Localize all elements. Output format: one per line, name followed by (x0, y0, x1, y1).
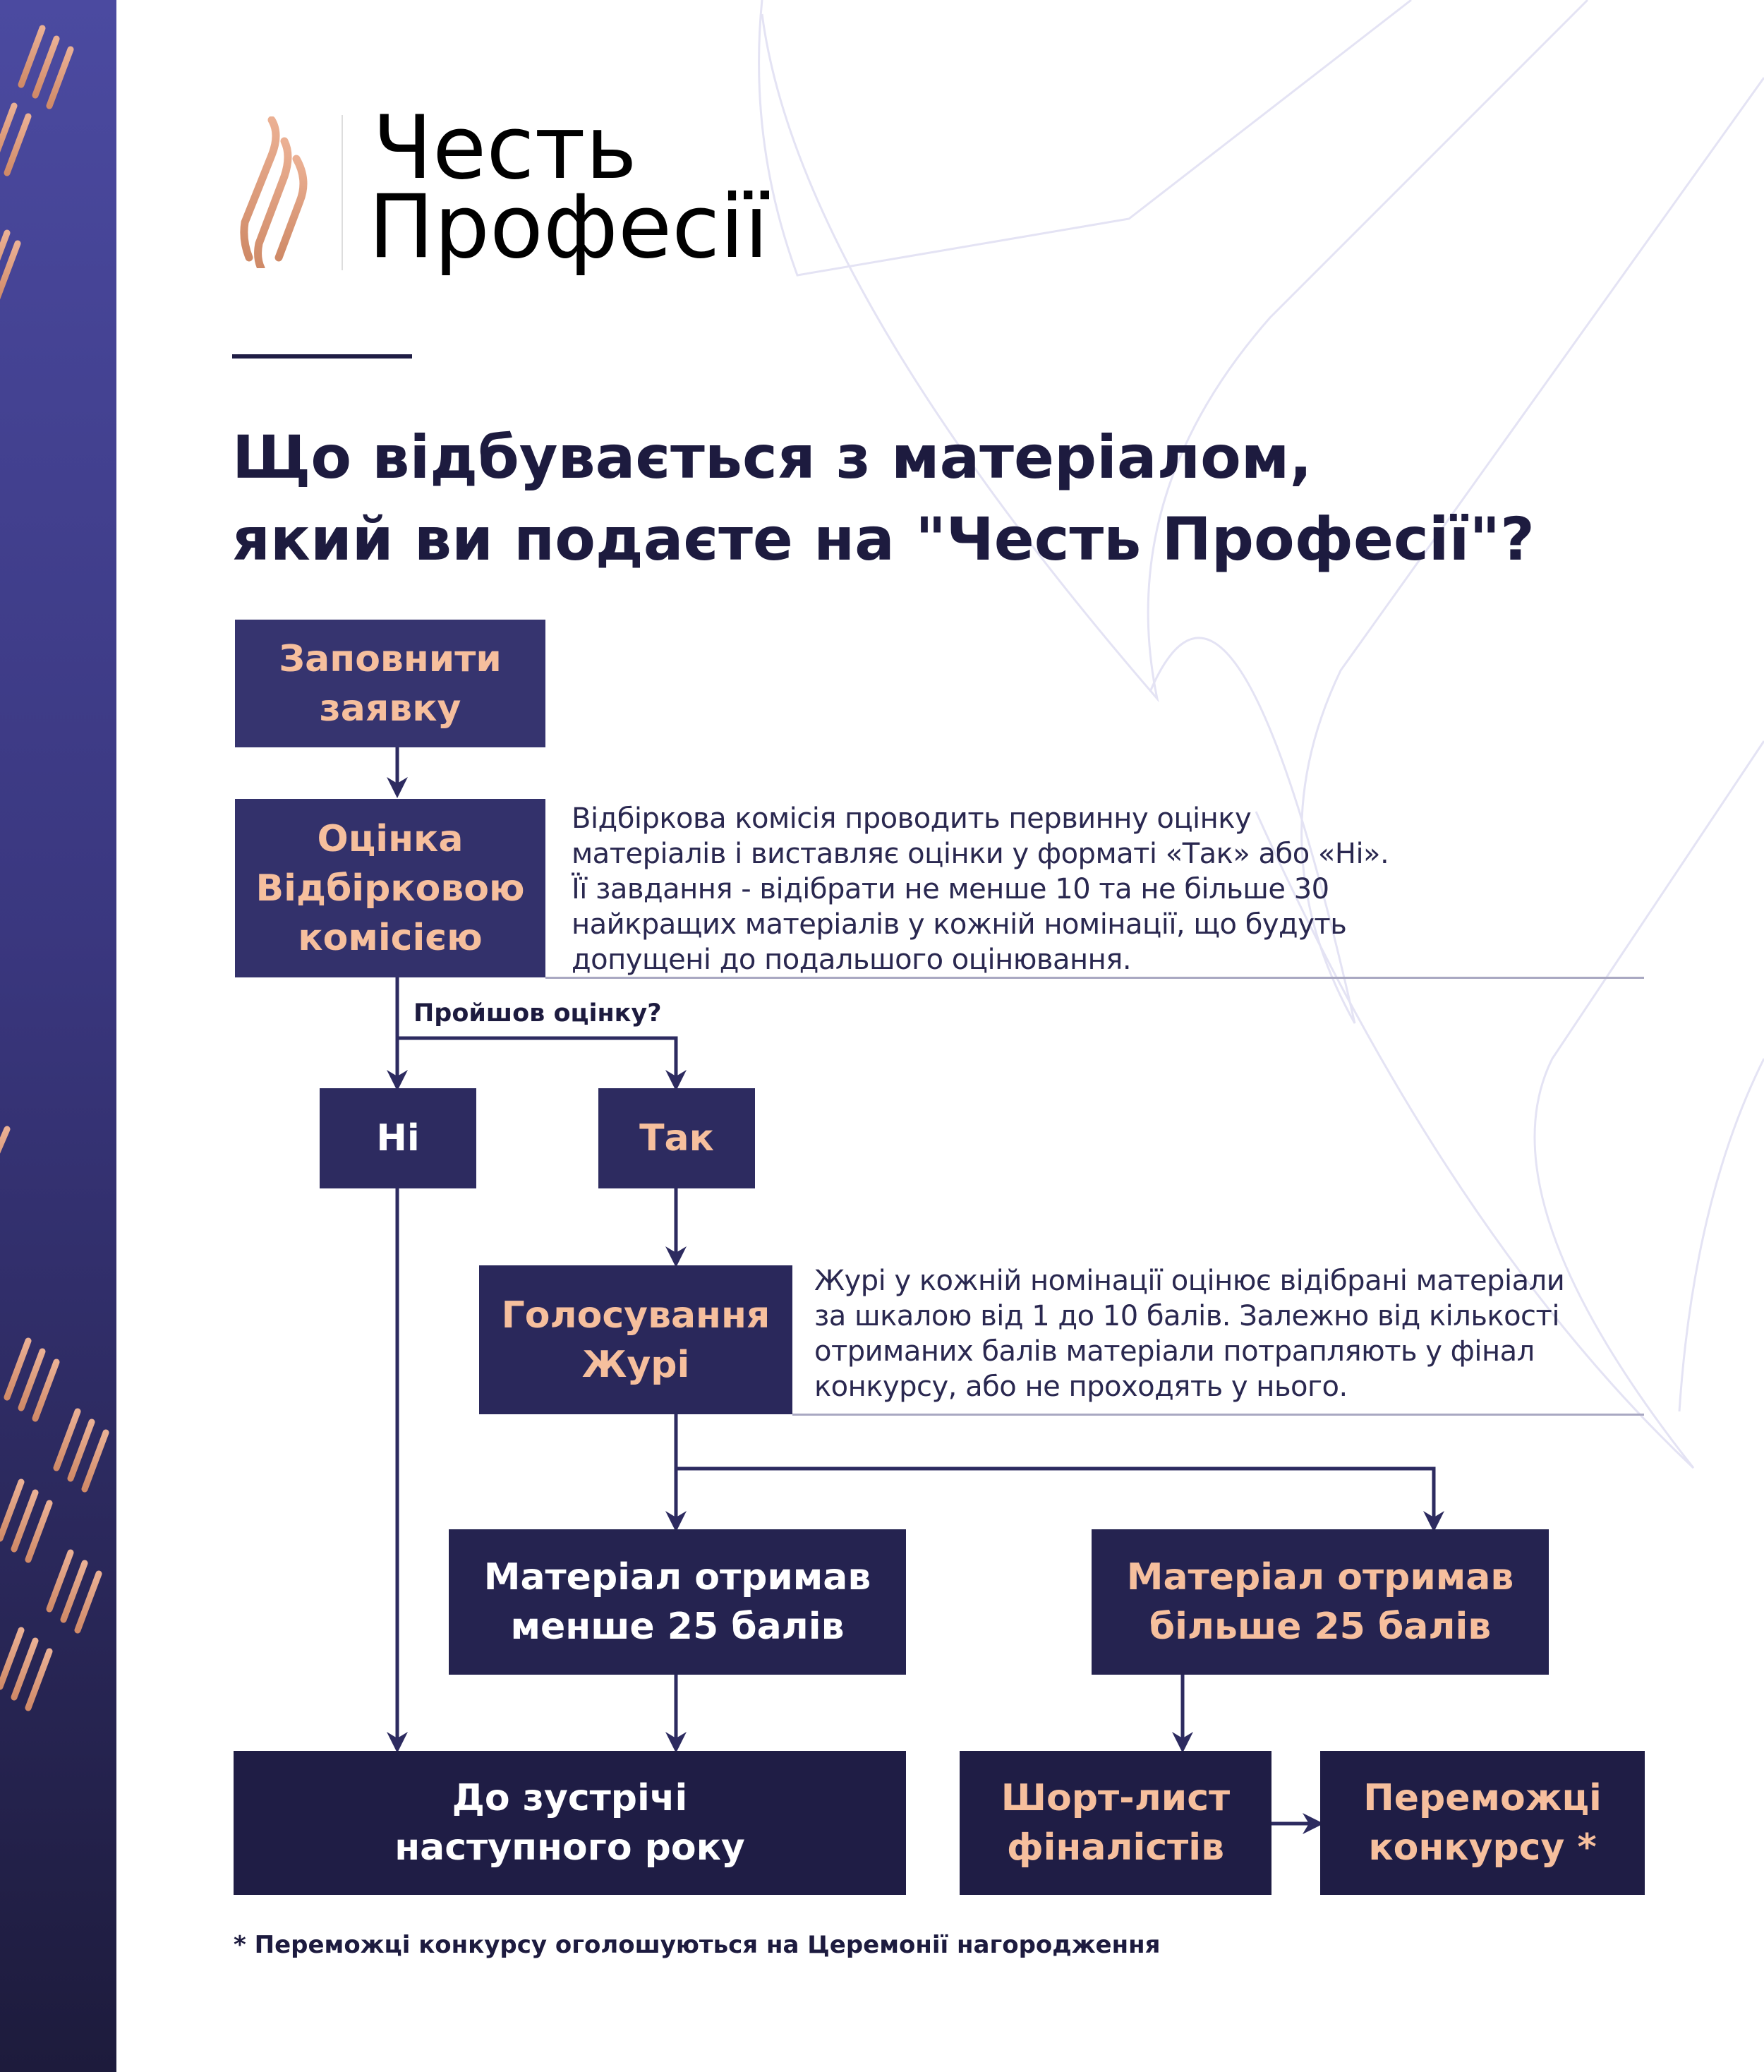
logo-pattern-icon (0, 25, 109, 1711)
jury-description: Журі у кожній номінації оцінює відібрані… (814, 1265, 1565, 1403)
decision-question: Пройшов оцінку? (413, 999, 662, 1028)
result-next-year: До зустрічі наступного року (234, 1751, 906, 1895)
decorative-sidebar (0, 0, 116, 2072)
step-fill-application: Заповнити заявку (235, 620, 545, 747)
result-shortlist: Шорт-лист фіналістів (960, 1751, 1271, 1895)
page-title-line2: який ви подаєте на "Честь Професії"? (232, 505, 1535, 574)
jury-divider (792, 1414, 1644, 1416)
footnote: * Переможці конкурсу оголошуються на Цер… (234, 1931, 1161, 1959)
result-winners: Переможці конкурсу * (1320, 1751, 1645, 1895)
step-committee-evaluation: Оцінка Відбірковою комісією (235, 799, 545, 977)
title-accent-bar (232, 354, 412, 359)
page-title: Що відбувається з матеріалом, який ви по… (232, 416, 1535, 580)
outcome-more-25: Матеріал отримав більше 25 балів (1092, 1529, 1549, 1675)
decision-no: Ні (320, 1088, 476, 1188)
committee-description: Відбіркова комісія проводить первинну оц… (572, 802, 1389, 976)
outcome-less-25: Матеріал отримав менше 25 балів (449, 1529, 906, 1675)
logo-flame-icon (240, 116, 308, 268)
brand-name-line2: Професії (368, 176, 769, 278)
logo-divider (342, 115, 343, 270)
page-title-line1: Що відбувається з матеріалом, (232, 423, 1312, 492)
brand-name-line1: Честь (373, 97, 637, 199)
step-jury-voting: Голосування Журі (479, 1265, 792, 1414)
committee-divider (545, 977, 1644, 979)
decision-yes: Так (598, 1088, 755, 1188)
